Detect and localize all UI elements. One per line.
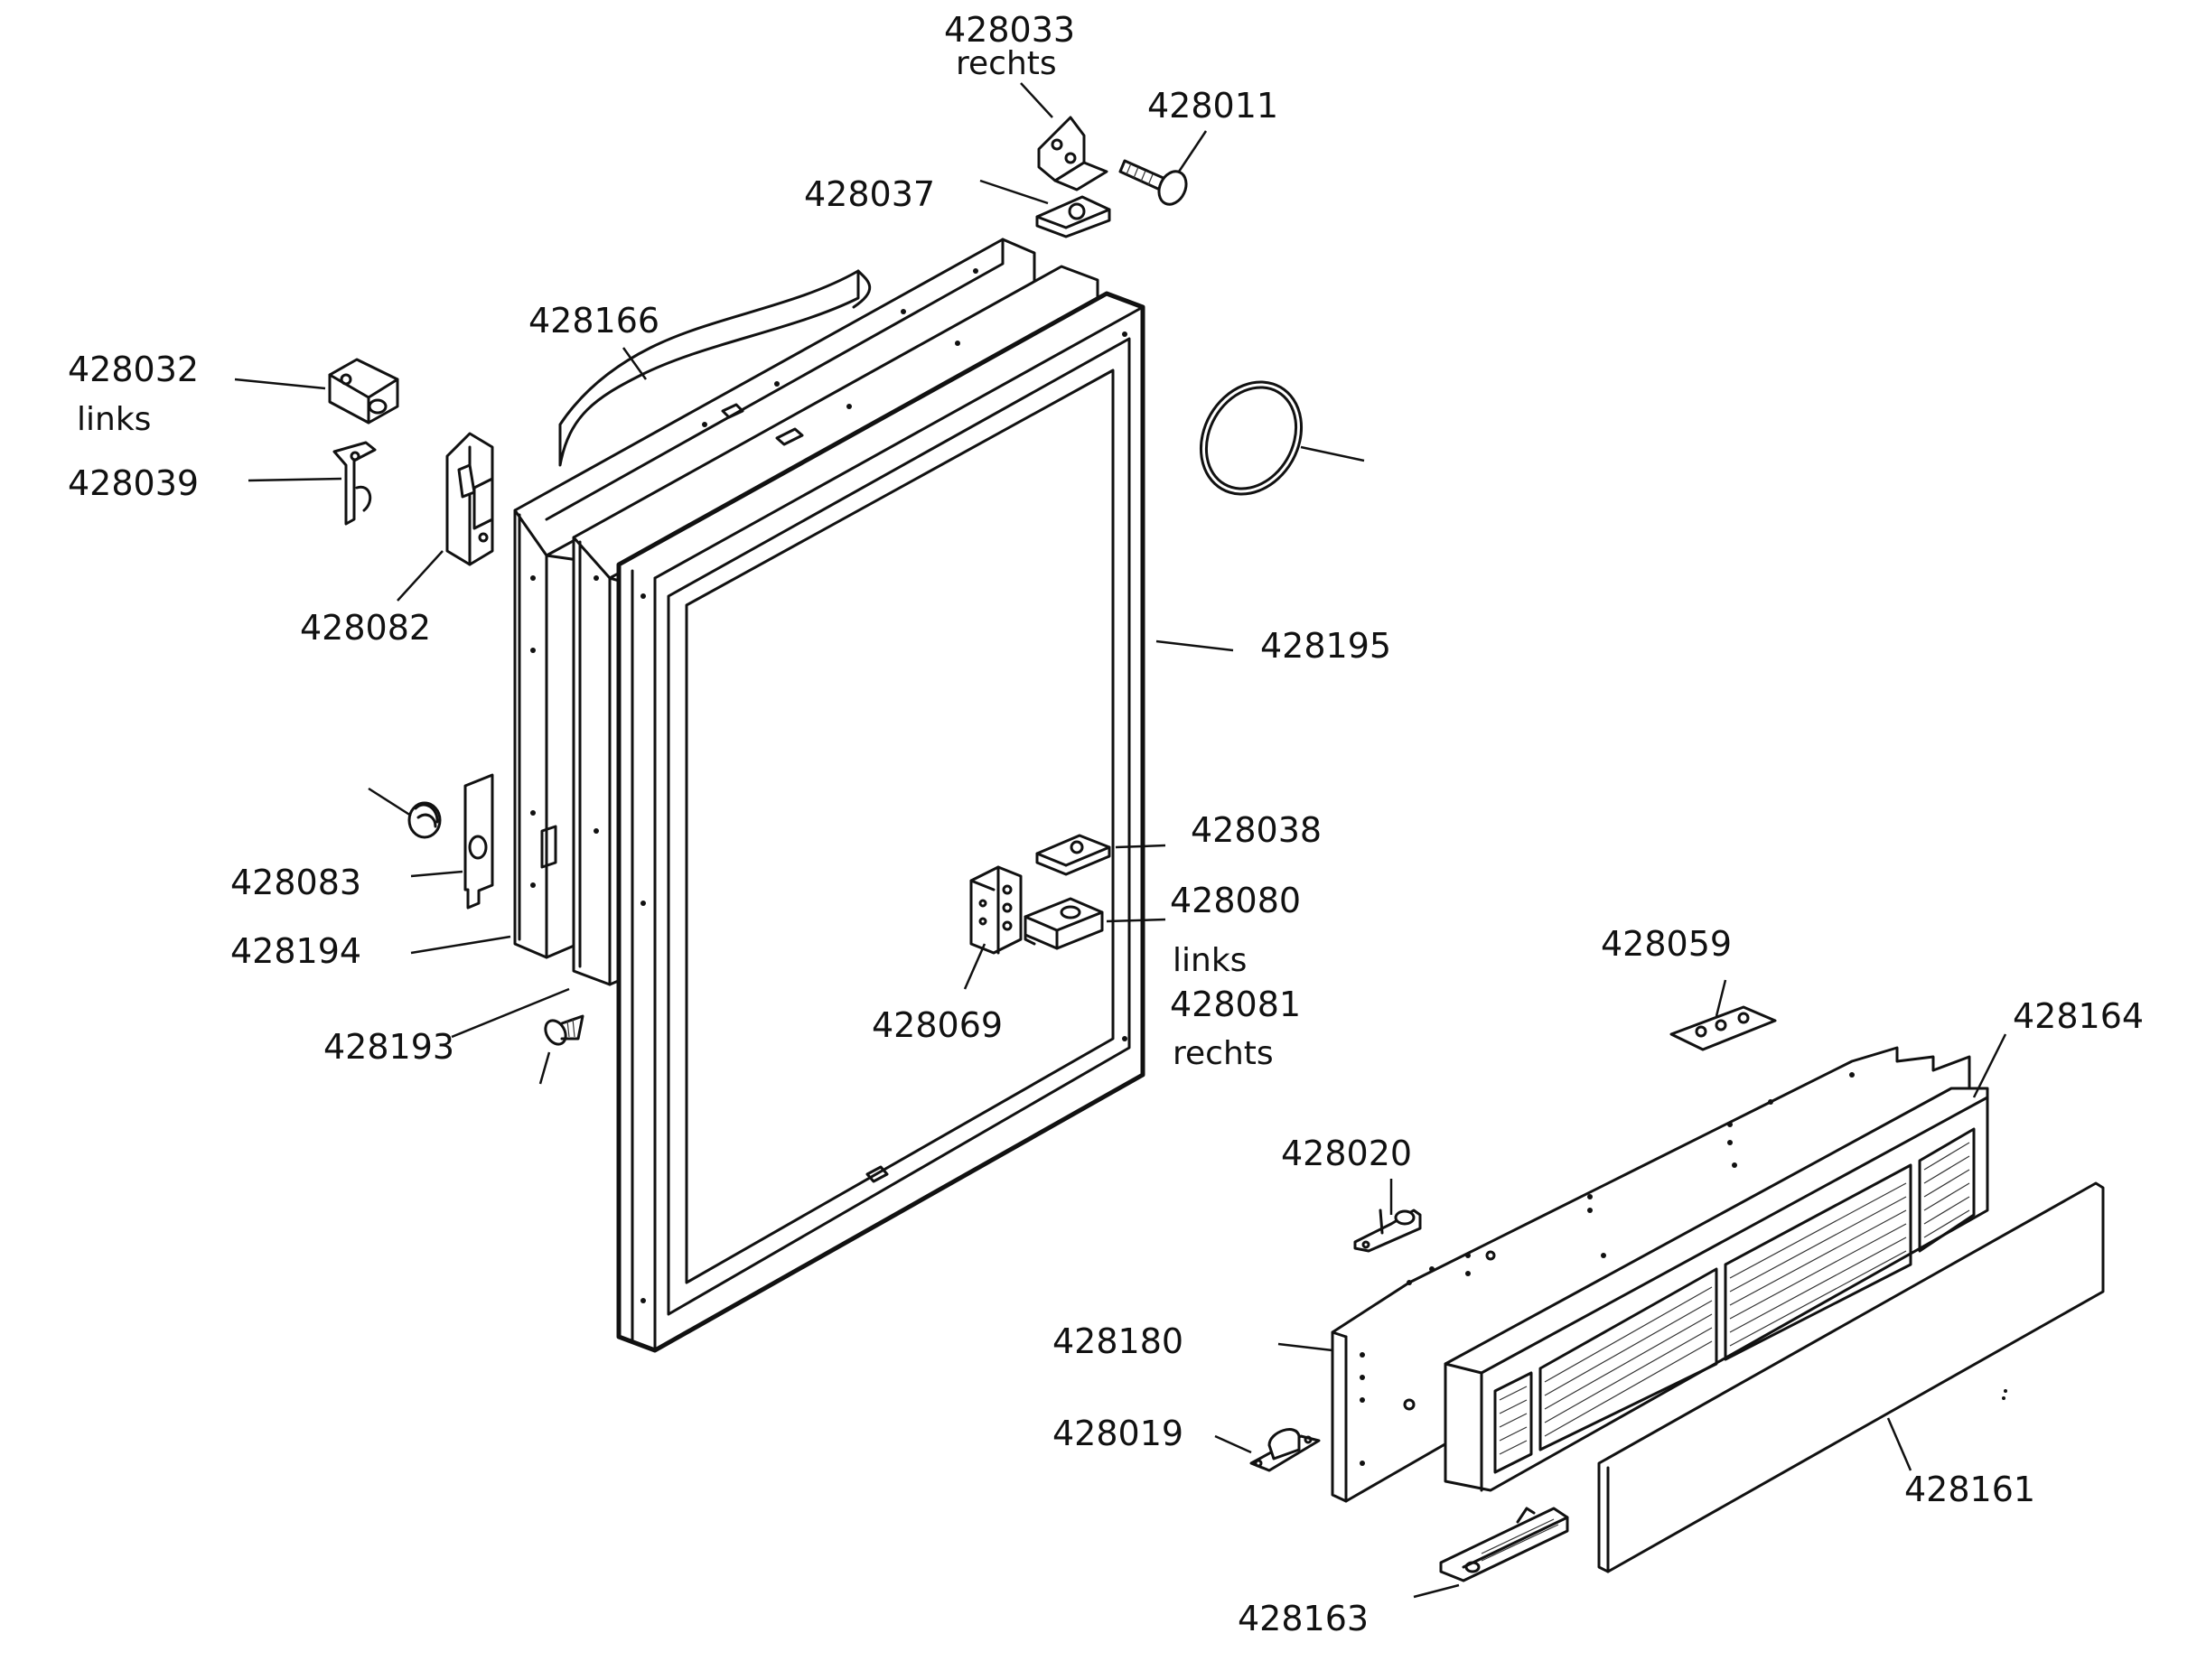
label-428082: 428082 (300, 608, 431, 648)
label-428020: 428020 (1281, 1134, 1412, 1173)
part-428080-bracket (1024, 897, 1104, 950)
part-428083-plate (463, 773, 494, 910)
label-428180: 428180 (1052, 1321, 1183, 1361)
label-428011: 428011 (1147, 86, 1278, 126)
part-428011-bolt (1118, 159, 1188, 206)
label-428080: 428080 (1170, 881, 1301, 920)
label-428083: 428083 (230, 863, 361, 902)
label-428195: 428195 (1260, 626, 1391, 666)
label-428033: 428033 (944, 10, 1075, 50)
label-428081-note: rechts (1173, 1035, 1274, 1072)
part-428166-insulation (558, 269, 872, 467)
part-428032-bracket (328, 358, 399, 425)
part-428019-catch (1249, 1428, 1321, 1472)
part-428164-grille (1444, 1087, 1989, 1492)
part-428161-cover (1597, 1181, 2105, 1573)
part-428033-bracket (1037, 116, 1108, 191)
label-428037: 428037 (804, 174, 935, 214)
label-428194: 428194 (230, 931, 361, 971)
part-428195-front-frame (616, 291, 1145, 1353)
part-428069-hinge (969, 865, 1023, 955)
part-428020-latch (1353, 1209, 1422, 1253)
part-428194-rear-frame (513, 238, 1036, 959)
label-428164: 428164 (2013, 996, 2144, 1036)
label-428193: 428193 (323, 1027, 454, 1067)
part-428082-latch (445, 432, 494, 566)
label-428161: 428161 (1904, 1470, 2035, 1509)
grille-hatching (1499, 1142, 1970, 1455)
label-428080-note: links (1173, 942, 1247, 979)
part-screw (544, 1014, 584, 1046)
leader-lines (234, 82, 2007, 1599)
part-428163-rail (1439, 1507, 1569, 1582)
part-428039-clip (332, 441, 377, 526)
label-428039: 428039 (68, 463, 199, 503)
label-428081: 428081 (1170, 985, 1301, 1024)
part-428037-plate (1035, 195, 1111, 238)
label-428163: 428163 (1238, 1599, 1369, 1638)
part-labels: 428033 rechts 428011 428037 428166 42803… (68, 10, 2144, 1638)
part-o-ring (1199, 380, 1304, 496)
part-428059-plate (1669, 1005, 1777, 1051)
part-428038-plate (1035, 834, 1111, 876)
label-428019: 428019 (1052, 1414, 1183, 1453)
label-428033-note: rechts (956, 45, 1057, 82)
label-428032-note: links (77, 401, 151, 438)
label-428038: 428038 (1191, 810, 1322, 850)
label-428032: 428032 (68, 350, 199, 389)
label-428069: 428069 (872, 1005, 1003, 1045)
part-428083-cap (407, 801, 442, 839)
label-428166: 428166 (528, 301, 659, 341)
label-428059: 428059 (1601, 924, 1732, 964)
